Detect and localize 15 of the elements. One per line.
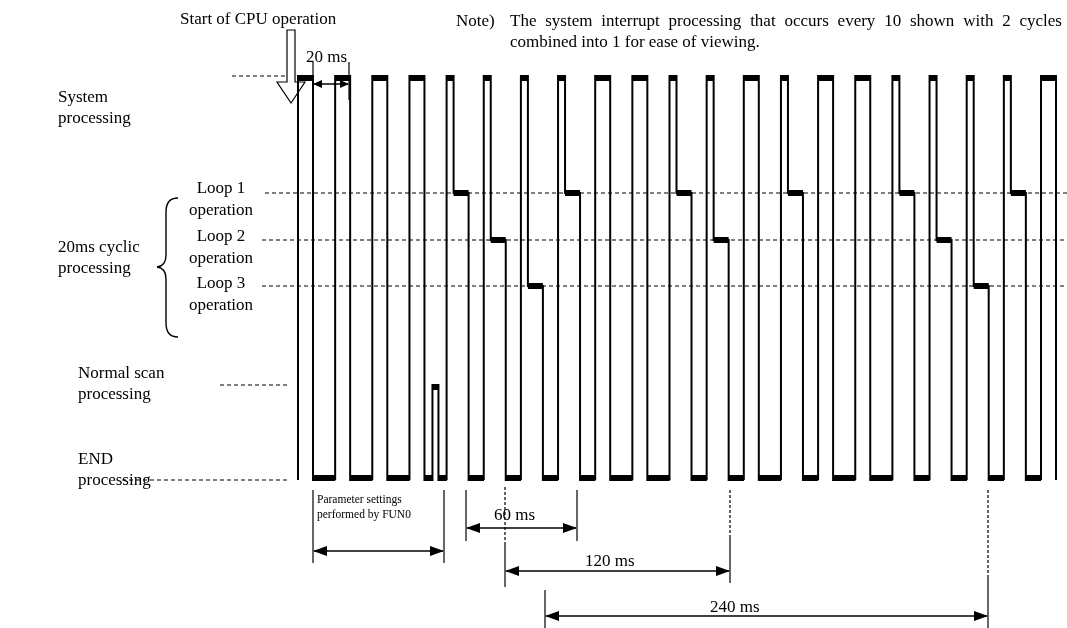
group-label: 20ms cyclic processing bbox=[58, 236, 141, 278]
row-label: Loop 1 operation bbox=[187, 177, 255, 221]
row-label: System processing bbox=[58, 86, 132, 128]
annotation-text: Start of CPU operation bbox=[180, 8, 337, 29]
note-marker: Note) bbox=[456, 10, 495, 31]
dimension-label: 120 ms bbox=[585, 550, 635, 571]
row-label: Loop 3 operation bbox=[187, 272, 255, 316]
row-label: Loop 2 operation bbox=[187, 225, 255, 269]
dimension-label: 60 ms bbox=[494, 504, 536, 525]
row-label: Normal scan processing bbox=[78, 362, 166, 404]
dimension-label: 240 ms bbox=[710, 596, 760, 617]
row-label: END processing bbox=[78, 448, 152, 490]
annotation-text: Parameter settings performed by FUN0 bbox=[317, 492, 412, 522]
note-text: The system interrupt processing that occurs every 10 shown with 2 cycles combined into 1 for ease of viewing. bbox=[510, 10, 1062, 52]
dimension-label: 20 ms bbox=[306, 46, 348, 67]
